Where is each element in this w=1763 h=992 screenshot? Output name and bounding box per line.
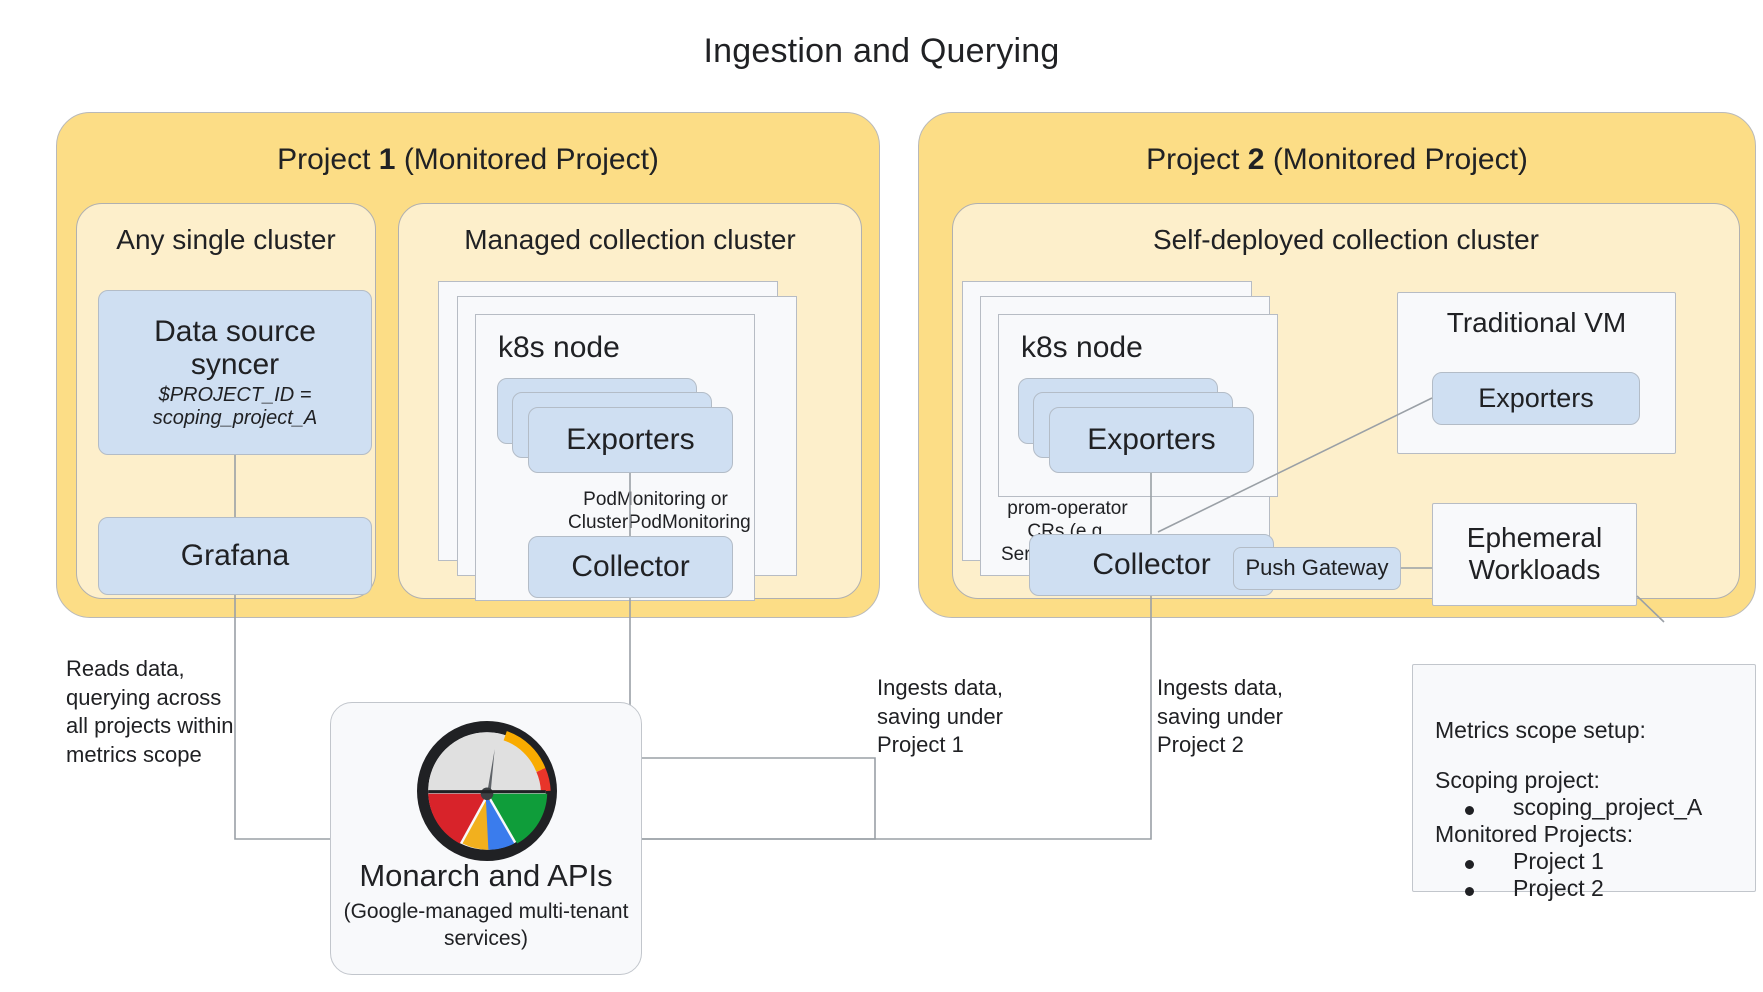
box-data-source-syncer[interactable]: Data source syncer $PROJECT_ID = scoping… [98,290,372,455]
box-data-source-syncer-sub: $PROJECT_ID = scoping_project_A [152,383,318,430]
legend-scoping-heading: Scoping project: [1435,766,1600,793]
legend-spacer [1435,744,1745,767]
project-1-title-suffix: (Monitored Project) [395,143,659,176]
legend-monitored-item-1: Project 2 [1513,874,1604,901]
project-2-title-prefix: Project [1146,143,1248,176]
cluster-any-single-title: Any single cluster [116,224,336,255]
box-ephemeral-workloads: Ephemeral Workloads [1432,503,1637,606]
box-exporters-p1[interactable]: Exporters [528,407,733,473]
box-exporters-p2[interactable]: Exporters [1049,407,1254,473]
monarch-gauge-logo [417,721,557,861]
box-collector-p2-label: Collector [1092,548,1211,582]
legend-scoping-list: scoping_project_A [1435,794,1745,821]
cluster-managed-collection-title: Managed collection cluster [464,224,796,255]
legend-monitored-list: Project 1 Project 2 [1435,848,1745,902]
project-1-title-prefix: Project [277,143,379,176]
legend-content: Metrics scope setup: Scoping project: sc… [1435,717,1745,901]
box-exporters-p2-label: Exporters [1087,423,1216,457]
note-ingest-project-1: Ingests data, saving under Project 1 [877,675,1003,758]
box-exporters-vm[interactable]: Exporters [1432,372,1640,425]
legend-panel: Metrics scope setup: Scoping project: sc… [1412,664,1756,901]
legend-heading: Metrics scope setup: [1435,717,1646,743]
box-exporters-vm-label: Exporters [1478,383,1594,414]
k8s-node-label-p2: k8s node [1021,331,1143,364]
box-grafana-label: Grafana [180,539,290,573]
box-traditional-vm-title: Traditional VM [1446,307,1627,338]
note-reads-data: Reads data, querying across all projects… [66,656,234,767]
list-item: Project 2 [1465,875,1745,902]
bullet-dot-icon [1465,805,1474,815]
legend-monitored-item-0: Project 1 [1513,847,1604,874]
bullet-dot-icon [1465,859,1474,869]
monarch-title: Monarch and APIs [359,858,613,893]
page-title: Ingestion and Querying [703,32,1060,70]
project-1-title-number: 1 [378,143,396,176]
list-item: Project 1 [1465,848,1745,875]
project-1-title: Project 1 (Monitored Project) [57,143,879,177]
edge-label-podmonitoring: PodMonitoring or ClusterPodMonitoring [568,489,751,534]
monarch-subtitle: (Google-managed multi-tenant services) [343,900,629,950]
box-data-source-syncer-label: Data source syncer [154,314,316,382]
box-push-gateway[interactable]: Push Gateway [1233,547,1401,590]
box-push-gateway-label: Push Gateway [1245,555,1389,581]
box-exporters-p1-label: Exporters [566,423,695,457]
note-ingest-project-2: Ingests data, saving under Project 2 [1157,675,1283,758]
bullet-dot-icon [1465,886,1474,896]
box-collector-p1[interactable]: Collector [528,536,733,598]
project-2-title-number: 2 [1247,143,1265,176]
cluster-self-deployed-title: Self-deployed collection cluster [1153,224,1539,255]
wire-grafana-to-monarch [234,595,330,840]
k8s-node-label-p1: k8s node [498,331,620,364]
project-2-title: Project 2 (Monitored Project) [919,143,1755,177]
wire-collector-p1-to-monarch [629,598,876,840]
box-grafana[interactable]: Grafana [98,517,372,595]
legend-monitored-heading: Monitored Projects: [1435,820,1634,847]
list-item: scoping_project_A [1465,794,1745,821]
box-ephemeral-workloads-title: Ephemeral Workloads [1466,522,1603,585]
box-collector-p1-label: Collector [571,550,690,584]
monarch-card[interactable]: Monarch and APIs (Google-managed multi-t… [330,702,642,975]
project-2-title-suffix: (Monitored Project) [1264,143,1528,176]
legend-scoping-item-0: scoping_project_A [1513,793,1703,820]
